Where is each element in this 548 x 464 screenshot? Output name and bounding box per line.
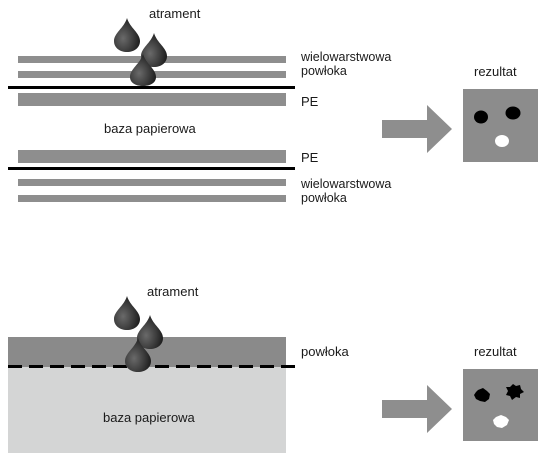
top-diagram — [8, 18, 538, 202]
ink-splat-black — [506, 384, 524, 400]
pe-label-top: PE — [301, 94, 319, 109]
ink-drop-icon — [130, 54, 156, 86]
ink-drop-icon — [125, 338, 151, 372]
result-label: rezultat — [474, 64, 517, 79]
ink-splat-white — [493, 415, 509, 428]
bottom-diagram — [8, 296, 538, 453]
ink-dot-black — [474, 110, 488, 124]
result-box — [463, 369, 538, 441]
base-paper-label: baza papierowa — [103, 410, 195, 425]
ink-label: atrament — [147, 284, 199, 299]
top-black-line-lower — [8, 167, 295, 170]
coating-label-line1: wielowarstwowa — [301, 50, 392, 64]
result-box — [463, 89, 538, 162]
ink-label: atrament — [149, 6, 201, 21]
ink-drop-icon — [137, 315, 163, 349]
base-paper-label: baza papierowa — [104, 121, 196, 136]
ink-dot-black — [505, 106, 521, 120]
ink-dot-white — [495, 135, 509, 147]
arrow-right-icon — [382, 385, 452, 433]
top-pe-layer-lower — [18, 150, 286, 163]
top-pe-layer-upper — [18, 93, 286, 106]
top-black-line-upper — [8, 86, 295, 89]
top-coating-stripe-4 — [18, 195, 286, 202]
ink-splat-black — [474, 388, 490, 402]
arrow-right-icon — [382, 105, 452, 153]
ink-drop-icon — [114, 18, 140, 52]
bottom-base-layer — [8, 367, 286, 453]
coating-label: powłoka — [301, 344, 349, 359]
pe-label-bottom: PE — [301, 150, 319, 165]
coating-label-line1: wielowarstwowa — [301, 177, 392, 191]
coating-label-line2: powłoka — [301, 191, 347, 205]
result-label: rezultat — [474, 344, 517, 359]
ink-drop-icon — [114, 296, 140, 330]
ink-drop-icon — [141, 33, 167, 67]
coating-label-line2: powłoka — [301, 64, 347, 78]
top-coating-stripe-3 — [18, 179, 286, 186]
